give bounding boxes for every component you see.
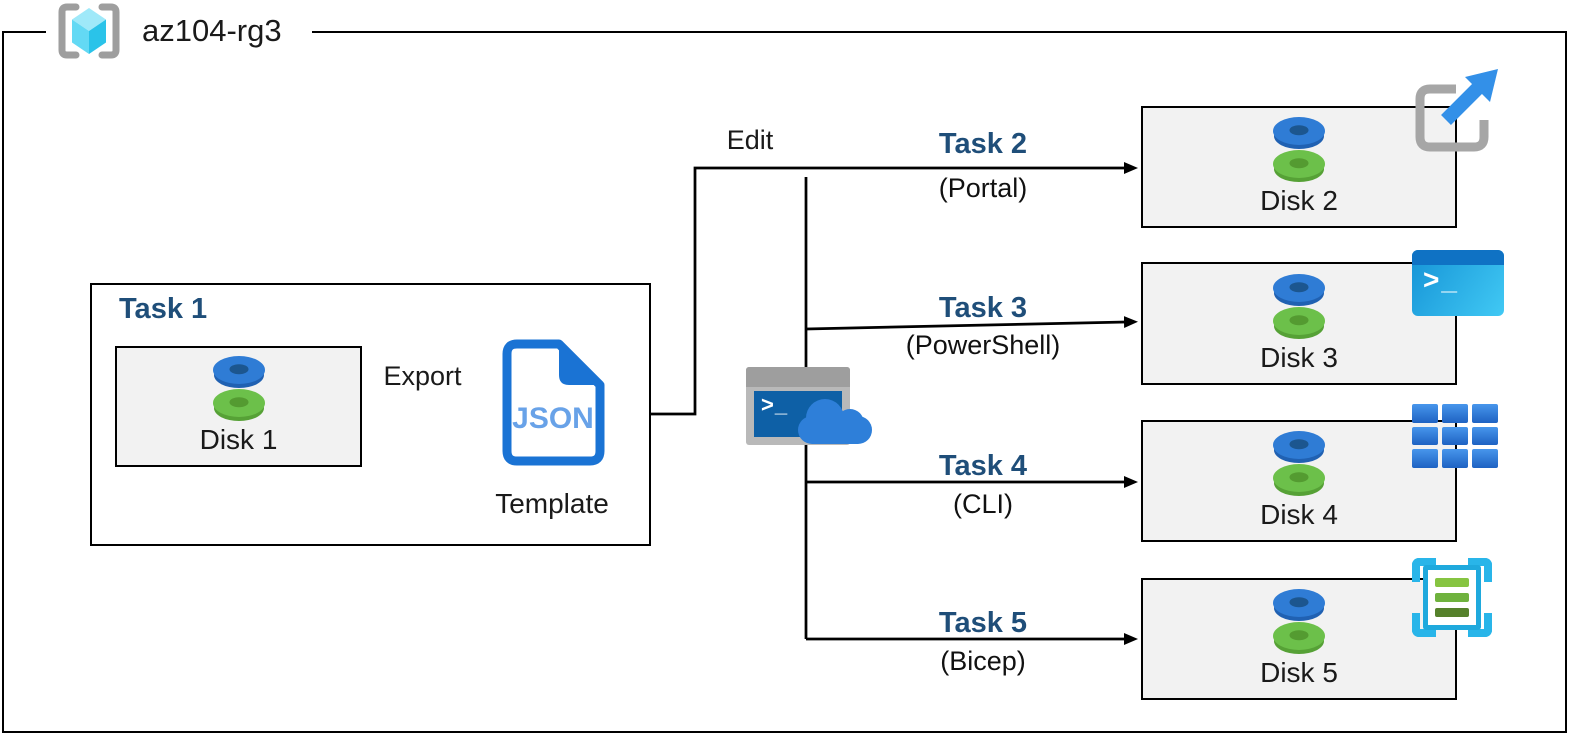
- launch-arrow-shaft: [1441, 83, 1483, 125]
- task5-method-label: (Bicep): [940, 646, 1026, 676]
- disk2-label: Disk 2: [1260, 185, 1338, 216]
- disk-blue-platter: [1273, 589, 1325, 617]
- left-bracket-shape: [58, 3, 80, 59]
- disk3-box: Disk 3: [1141, 262, 1457, 385]
- cli-grid-cell: [1442, 449, 1468, 468]
- resource-group-header: az104-rg3: [46, 0, 312, 62]
- cli-grid-cell: [1412, 449, 1438, 468]
- cli-icon: [1412, 404, 1498, 468]
- bicep-corner-bracket: [1468, 558, 1492, 582]
- task1-title: Task 1: [119, 293, 208, 325]
- disk4-label: Disk 4: [1260, 499, 1338, 530]
- cli-grid-cell: [1472, 449, 1498, 468]
- disk2-box: Disk 2: [1141, 106, 1457, 228]
- disk-blue-platter: [1273, 274, 1325, 302]
- cloud-shell-icon: >_: [746, 367, 874, 449]
- bicep-bar: [1435, 608, 1469, 617]
- bicep-bar: [1435, 578, 1469, 587]
- bicep-corner-bracket: [1412, 613, 1436, 637]
- resource-group-icon: [58, 3, 120, 59]
- disk-green-platter: [1273, 464, 1325, 492]
- disk4-box: Disk 4: [1141, 420, 1457, 542]
- disk1-box: Disk 1: [115, 346, 362, 467]
- edit-label: Edit: [726, 125, 774, 155]
- managed-disk-icon: [1272, 274, 1326, 340]
- task4-method-label: (CLI): [953, 489, 1013, 519]
- task3-label: Task 3: [938, 292, 1028, 324]
- right-bracket-shape: [98, 3, 120, 59]
- cloud-base: [798, 416, 872, 444]
- task3-method-label: (PowerShell): [905, 330, 1061, 360]
- bicep-template-icon: [1412, 558, 1492, 637]
- disk-green-platter: [212, 389, 265, 417]
- powershell-prompt-text: >_: [1423, 264, 1459, 295]
- disk1-label: Disk 1: [199, 424, 278, 455]
- disk3-label: Disk 3: [1260, 342, 1338, 373]
- managed-disk-icon: [1272, 589, 1326, 655]
- disk-green-platter: [1273, 622, 1325, 650]
- cli-grid-cell: [1412, 426, 1438, 446]
- disk-blue-platter: [1273, 431, 1325, 459]
- disk-green-platter: [1273, 307, 1325, 335]
- task2-method-label: (Portal): [938, 173, 1028, 203]
- launch-arrow-head: [1465, 69, 1498, 102]
- cli-grid-cell: [1472, 426, 1498, 446]
- disk-green-platter: [1273, 150, 1325, 178]
- cloud-shape: [798, 397, 874, 447]
- cli-grid-cell: [1472, 404, 1498, 423]
- portal-launch-icon: [1415, 69, 1498, 152]
- export-label: Export: [383, 361, 462, 391]
- managed-disk-icon: [1272, 117, 1326, 183]
- bicep-card-shape: [1423, 565, 1481, 630]
- terminal-prompt-text: >_: [761, 392, 789, 417]
- disk5-label: Disk 5: [1260, 657, 1338, 688]
- resource-group-title: az104-rg3: [142, 13, 282, 48]
- managed-disk-icon: [212, 356, 266, 422]
- document-fold: [559, 344, 600, 385]
- powershell-titlebar-shape: [1412, 250, 1504, 265]
- disk5-box: Disk 5: [1141, 578, 1457, 700]
- task2-label: Task 2: [938, 128, 1028, 160]
- terminal-titlebar-shape: [746, 367, 850, 387]
- disk-blue-platter: [212, 356, 265, 384]
- cli-grid-cell: [1412, 404, 1438, 423]
- bicep-corner-bracket: [1412, 558, 1436, 582]
- disk-blue-platter: [1273, 117, 1325, 145]
- cube-left-face: [72, 19, 89, 54]
- task4-label: Task 4: [938, 450, 1028, 482]
- resource-group-boundary: [2, 31, 1567, 733]
- launch-frame-shape: [1415, 84, 1489, 152]
- bicep-bar: [1435, 593, 1469, 602]
- bicep-corner-bracket: [1468, 613, 1492, 637]
- managed-disk-icon: [1272, 431, 1326, 497]
- task5-label: Task 5: [938, 607, 1028, 639]
- cli-grid-cell: [1442, 404, 1468, 423]
- cube-right-face: [89, 19, 106, 54]
- template-label: Template: [495, 488, 609, 519]
- json-text: JSON: [512, 402, 594, 435]
- cli-grid-cell: [1442, 426, 1468, 446]
- json-template-icon: JSON: [502, 339, 605, 466]
- powershell-icon: >_: [1412, 250, 1504, 316]
